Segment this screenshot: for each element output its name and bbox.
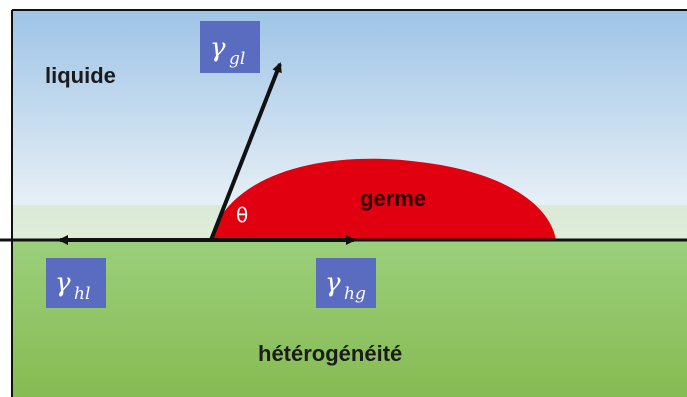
germ-label: germe [360, 186, 426, 211]
gamma-hl-subscript: hl [74, 284, 90, 304]
gamma-hg-box [316, 258, 376, 308]
gamma-gl-box [200, 21, 260, 73]
liquid-label: liquide [45, 63, 116, 88]
gamma-hl-symbol: γ [55, 268, 71, 298]
gamma-gl-subscript: gl [229, 49, 245, 69]
gamma-hg-subscript: hg [344, 284, 366, 304]
substrate-label: hétérogénéité [258, 341, 402, 366]
gamma-gl-symbol: γ [210, 33, 226, 63]
gamma-hl-label: γ hl [46, 258, 106, 308]
contact-angle-label: θ [236, 203, 248, 227]
gamma-hg-symbol: γ [325, 268, 341, 298]
gamma-gl-label: γ gl [200, 21, 260, 73]
germ-shape [210, 158, 556, 240]
vector-gamma-gl [209, 62, 282, 241]
gamma-hg-label: γ hg [316, 258, 376, 308]
gamma-hl-box [46, 258, 106, 308]
